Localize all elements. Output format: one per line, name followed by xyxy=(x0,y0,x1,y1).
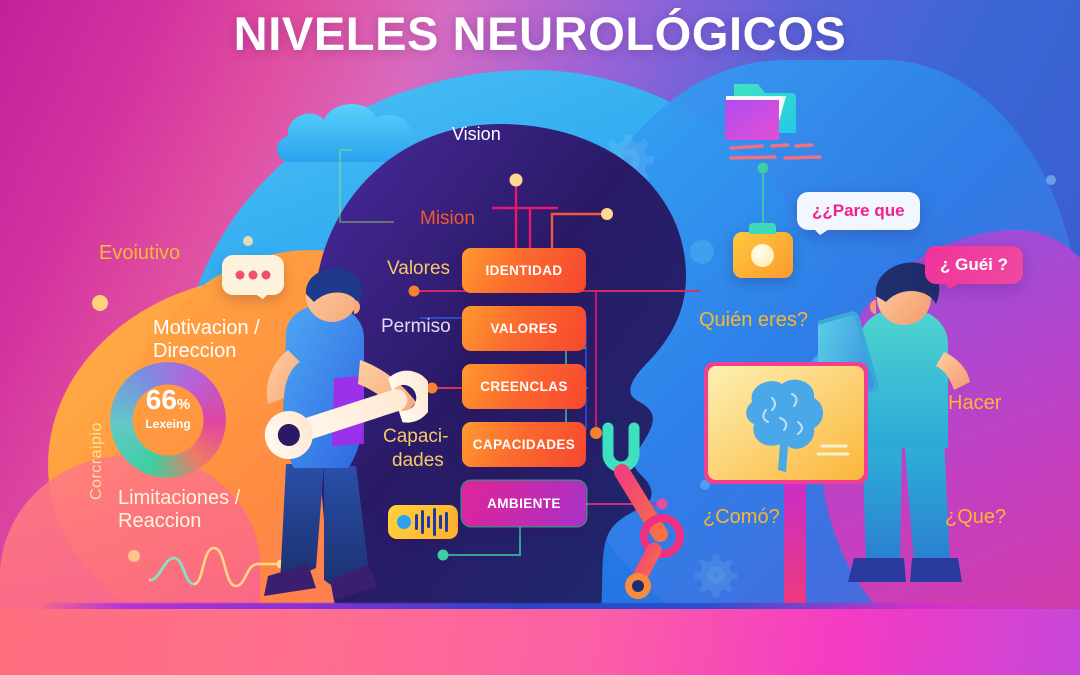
donut-value: 66% xyxy=(110,386,226,414)
label-motivacion-1: Motivacion / xyxy=(153,317,260,339)
brain-sign-illustration xyxy=(704,362,868,612)
person-with-wrench-illustration xyxy=(264,268,428,600)
level-box-capacidades[interactable]: CAPACIDADES xyxy=(462,422,586,467)
label-quien-eres: Quién eres? xyxy=(699,309,808,331)
page-title: NIVELES NEUROLÓGICOS xyxy=(233,7,847,60)
level-box-valores[interactable]: VALORES xyxy=(462,306,586,351)
speech-bubble-pare-que[interactable]: ¿¿Pare que xyxy=(797,192,920,235)
decor-dot xyxy=(700,480,710,490)
camera-icon xyxy=(733,223,793,278)
label-capacidades-1: Capaci- xyxy=(383,426,449,447)
folder-icon xyxy=(725,84,796,140)
donut-number: 66 xyxy=(145,384,177,415)
cloud-icon xyxy=(276,103,423,162)
label-que: ¿Que? xyxy=(945,506,1007,528)
label-vertical-corcraipio: Corcraipio xyxy=(88,422,105,500)
donut-chart-labels: 66% Lexeing xyxy=(110,386,226,432)
label-vision: Vision xyxy=(452,124,501,144)
floor xyxy=(0,609,1080,675)
label-motivacion-2: Direccion xyxy=(153,340,237,362)
decor-dot xyxy=(92,295,108,311)
decor-dot xyxy=(243,236,253,246)
robot-arm-icon xyxy=(596,422,686,628)
donut-caption: Lexeing xyxy=(145,417,191,431)
label-valores: Valores xyxy=(387,258,451,279)
label-evolutivo: Evoiutivo xyxy=(99,242,181,264)
donut-chart xyxy=(110,362,226,478)
donut-unit: % xyxy=(176,396,191,413)
level-box-ambiente[interactable]: AMBIENTE xyxy=(462,481,586,526)
label-permiso: Permiso xyxy=(381,316,451,337)
gear-icon xyxy=(694,554,738,598)
level-box-identidad[interactable]: IDENTIDAD xyxy=(462,248,586,293)
label-capacidades-2: dades xyxy=(392,450,444,471)
floor-edge xyxy=(42,603,1038,613)
label-mision: Mision xyxy=(420,208,475,229)
speech-dots-icon xyxy=(222,255,284,299)
label-limitaciones-1: Limitaciones / xyxy=(118,487,241,509)
equalizer-icon xyxy=(388,505,458,539)
speech-bubble-guei[interactable]: ¿ Guéi ? xyxy=(925,246,1023,289)
decor-dot xyxy=(1046,175,1056,185)
label-limitaciones-2: Reaccion xyxy=(118,510,202,532)
decor-dot xyxy=(690,240,714,264)
label-como: ¿Comó? xyxy=(703,506,780,528)
decor-dot xyxy=(128,550,140,562)
label-hacer: Hacer xyxy=(948,392,1002,414)
level-box-creenclas[interactable]: CREENCLAS xyxy=(462,364,586,409)
